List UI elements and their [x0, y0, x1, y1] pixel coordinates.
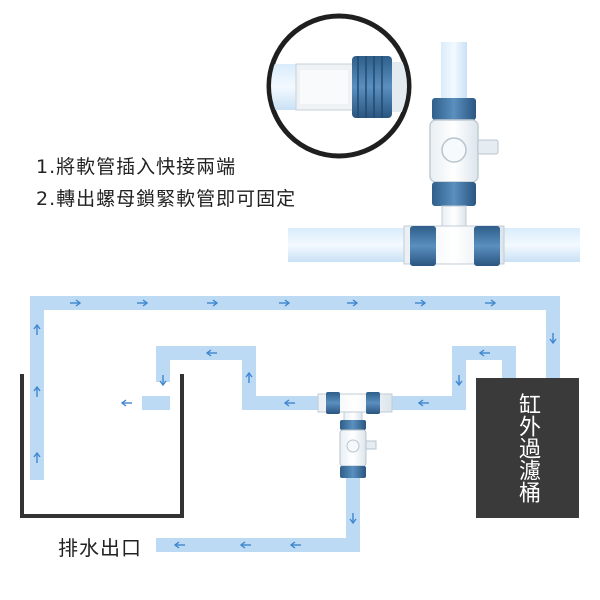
filter-label: 缸外過濾桶 [515, 393, 540, 503]
arrow-icon [283, 399, 295, 407]
connector-closeup [266, 13, 412, 159]
t-valve-photo [288, 42, 580, 266]
arrow-icon [173, 541, 185, 549]
arrow-icon [70, 299, 82, 307]
arrow-icon [289, 541, 301, 549]
arrow-icon [207, 299, 219, 307]
arrow-icon [349, 513, 357, 525]
instruction-step-1: 1.將軟管插入快接兩端 [36, 156, 237, 178]
arrow-icon [33, 323, 41, 335]
arrow-icon [455, 375, 463, 387]
arrow-icon [245, 371, 253, 383]
external-filter-canister: 缸外過濾桶 [476, 378, 579, 518]
arrow-icon [485, 299, 497, 307]
t-valve-icon [317, 392, 393, 478]
arrow-icon [417, 399, 429, 407]
drain-outlet-label: 排水出口 [58, 536, 142, 560]
arrow-icon [239, 541, 251, 549]
instruction-step-2: 2.轉出螺母鎖緊軟管即可固定 [36, 188, 297, 210]
flow-arrows [33, 299, 557, 549]
arrow-icon [159, 375, 167, 387]
arrow-icon [205, 349, 217, 357]
arrow-icon [33, 451, 41, 463]
arrow-icon [33, 385, 41, 397]
arrow-icon [478, 349, 490, 357]
arrow-icon [549, 333, 557, 345]
aquarium-tank [20, 374, 184, 518]
arrow-icon [415, 299, 427, 307]
arrow-icon [279, 299, 291, 307]
arrow-icon [120, 399, 132, 407]
arrow-icon [137, 299, 149, 307]
arrow-icon [347, 299, 359, 307]
